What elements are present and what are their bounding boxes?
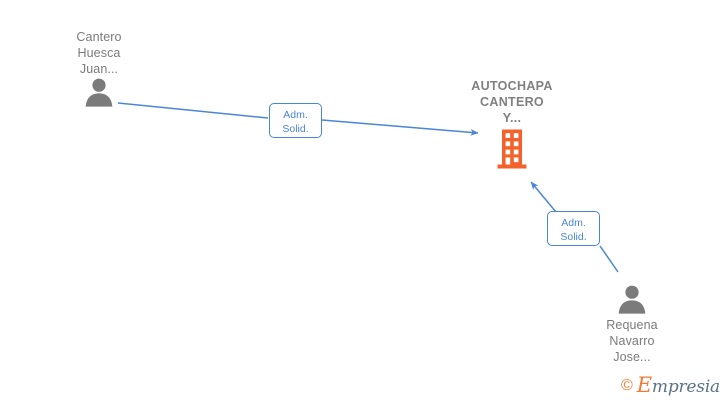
person-label: Cantero Huesca Juan... bbox=[76, 30, 122, 76]
edge-cantero-segment-right bbox=[321, 119, 479, 136]
person-icon bbox=[618, 285, 646, 314]
copyright-icon: © bbox=[620, 376, 633, 394]
brand-initial: E bbox=[636, 373, 652, 397]
building-icon bbox=[497, 129, 527, 169]
edge-cantero-segment-left bbox=[117, 102, 269, 119]
node-company-autochapa-cantero[interactable]: AUTOCHAPA CANTERO Y... bbox=[422, 78, 602, 169]
brand-rest: mpresia bbox=[651, 377, 720, 397]
node-person-requena-navarro-jose[interactable]: Requena Navarro Jose... bbox=[557, 284, 707, 365]
person-label: Requena Navarro Jose... bbox=[606, 318, 658, 364]
empresia-watermark: © Empresia bbox=[621, 375, 720, 396]
node-person-cantero-huesca-juan[interactable]: Cantero Huesca Juan... bbox=[24, 29, 174, 107]
person-icon bbox=[85, 78, 113, 107]
edge-requena-segment-upper bbox=[530, 181, 557, 213]
company-label: AUTOCHAPA CANTERO Y... bbox=[471, 79, 553, 125]
edge-label-adm-solid-requena[interactable]: Adm. Solid. bbox=[547, 211, 600, 246]
brand-wordmark: Empresia bbox=[637, 375, 720, 396]
edge-requena-segment-lower bbox=[599, 245, 619, 273]
edge-label-adm-solid-cantero[interactable]: Adm. Solid. bbox=[269, 103, 322, 138]
